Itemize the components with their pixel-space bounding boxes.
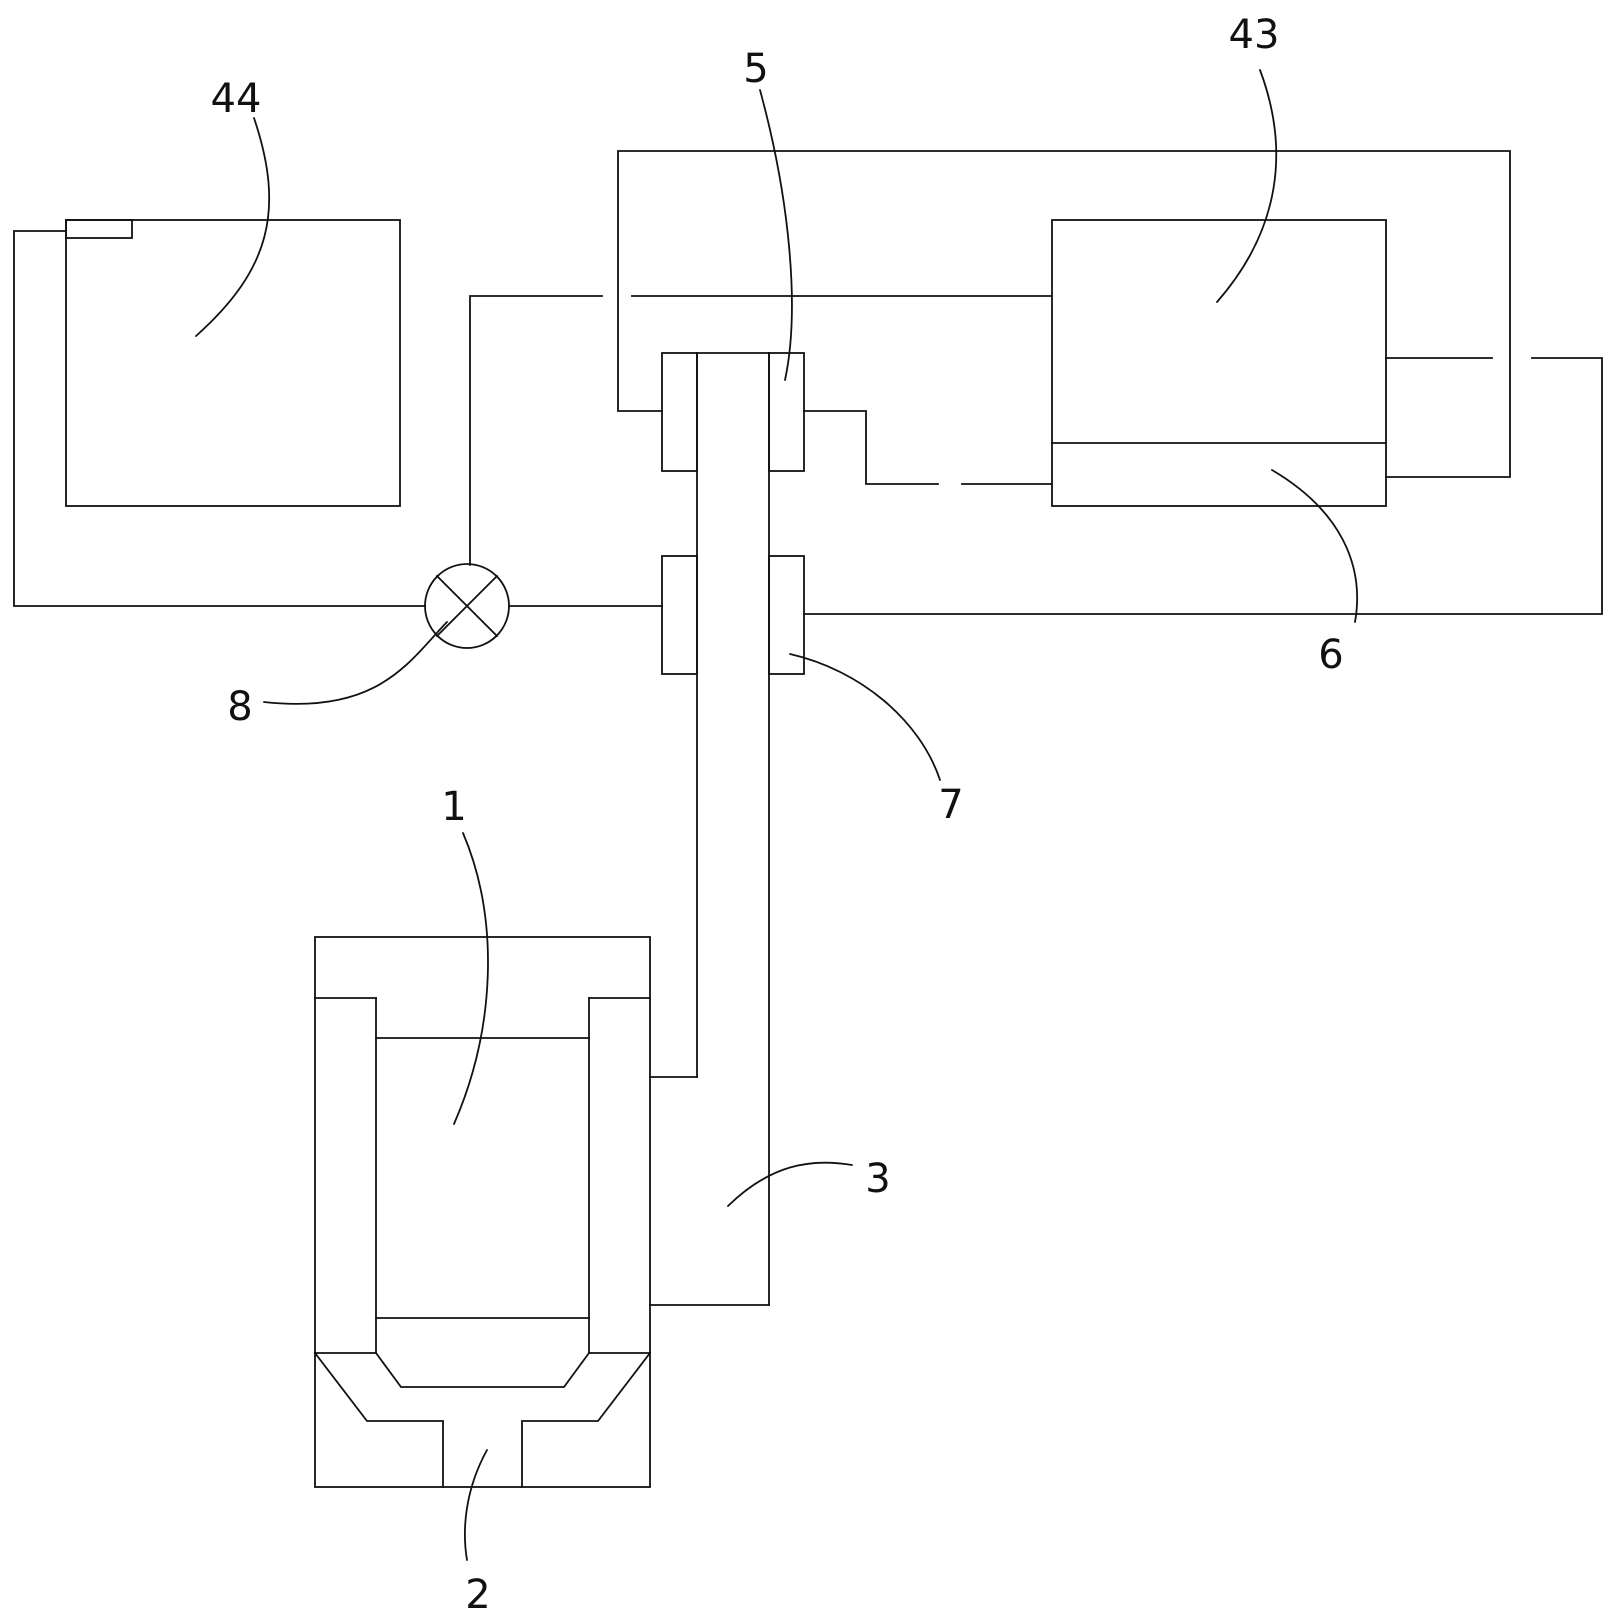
label-6: 6 (1318, 632, 1343, 678)
tank-44 (65, 219, 401, 507)
label-8: 8 (227, 684, 252, 730)
funnel-inner (374, 1351, 591, 1388)
pipelines (13, 150, 1603, 615)
labels: 44 43 5 6 7 8 1 2 3 (211, 12, 1344, 1617)
valve-8-icon (424, 563, 510, 649)
label-7: 7 (938, 782, 963, 828)
label-5: 5 (743, 46, 768, 92)
label-3: 3 (865, 1156, 890, 1202)
tank-43 (1051, 219, 1387, 507)
outlet-2-right (521, 1351, 652, 1488)
label-2: 2 (465, 1572, 490, 1617)
label-44: 44 (211, 76, 262, 122)
pipe-3 (649, 352, 770, 1306)
leader-lines (195, 69, 1359, 1561)
label-43: 43 (1229, 12, 1280, 58)
outlet-2-left (313, 1351, 444, 1488)
label-1: 1 (441, 784, 466, 830)
tank-44-inlet-port (65, 219, 133, 239)
valve-block-7 (661, 555, 805, 675)
valve-block-5 (661, 352, 805, 472)
chamber-housing (313, 936, 652, 1488)
